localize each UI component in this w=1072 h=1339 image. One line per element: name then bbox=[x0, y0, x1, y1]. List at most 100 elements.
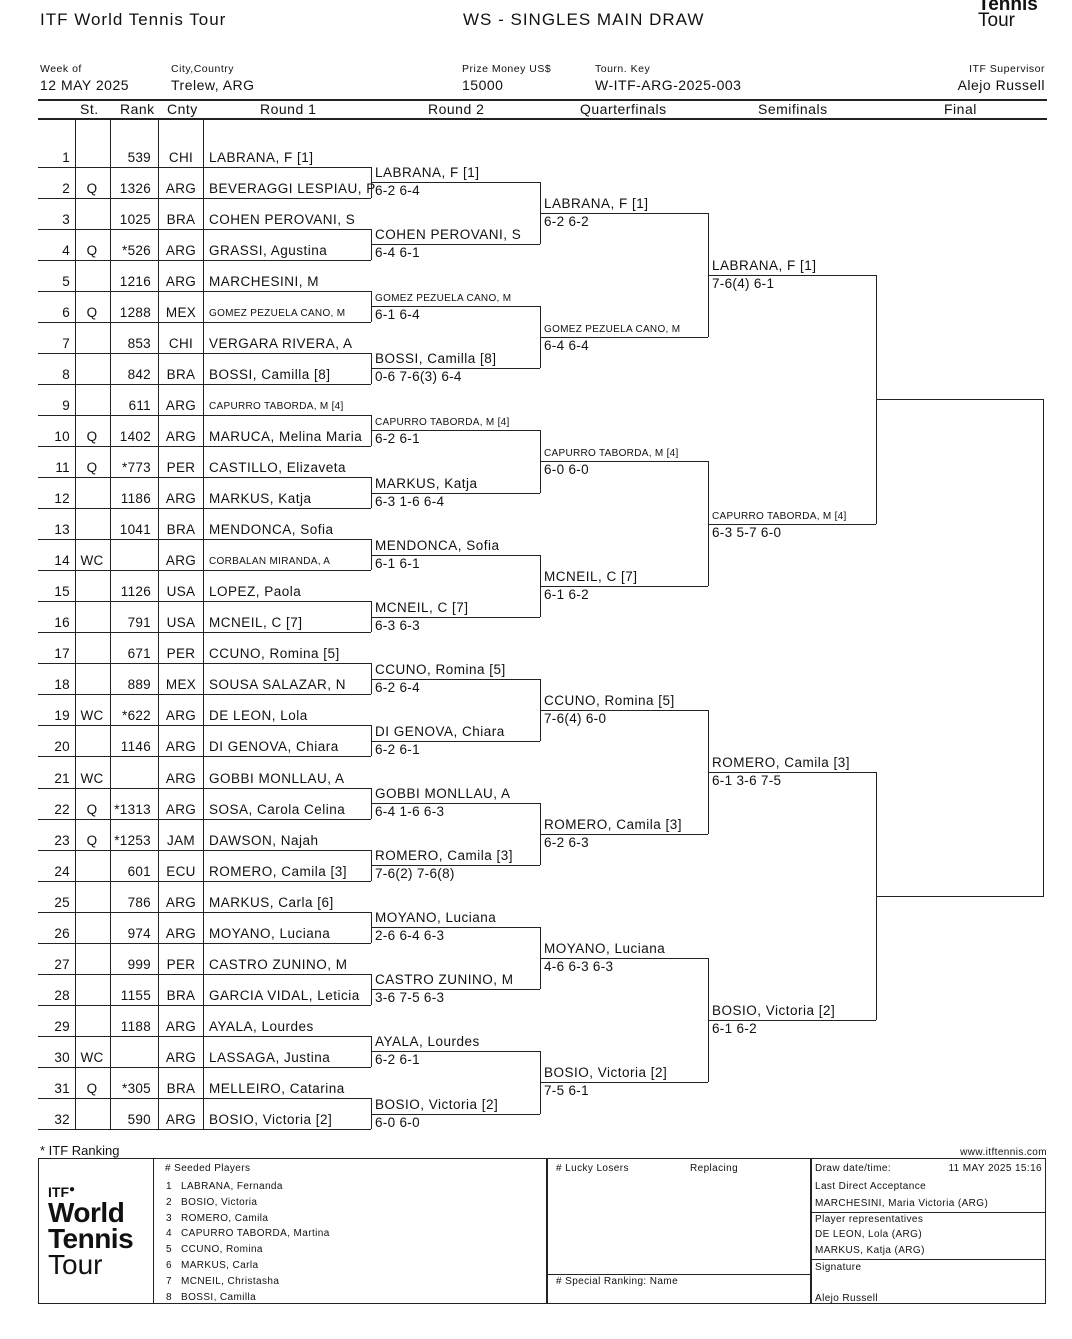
round2-winner: BOSSI, Camilla [8] bbox=[375, 351, 497, 367]
seed-number: 2 bbox=[166, 1196, 172, 1208]
quarterfinals-connector bbox=[540, 927, 541, 990]
semifinals-winner: LABRANA, F [1] bbox=[712, 258, 817, 274]
quarterfinals-connector bbox=[540, 678, 541, 741]
player-country: ARG bbox=[165, 553, 197, 569]
player-rank: 1041 bbox=[119, 522, 151, 538]
draw-number: 19 bbox=[54, 708, 70, 724]
player-country: USA bbox=[166, 615, 196, 631]
round2-line bbox=[372, 368, 540, 370]
round2-score: 6-2 6-1 bbox=[375, 741, 420, 757]
round2-line bbox=[372, 554, 540, 556]
footer-div-3 bbox=[810, 1158, 812, 1304]
round2-winner: GOMEZ PEZUELA CANO, M bbox=[375, 293, 512, 305]
quarterfinals-line bbox=[541, 461, 708, 463]
player-rank: 671 bbox=[127, 646, 151, 662]
player-name: DE LEON, Lola bbox=[209, 708, 308, 724]
round2-winner: ROMERO, Camila [3] bbox=[375, 848, 514, 864]
player-name: CORBALAN MIRANDA, A bbox=[209, 556, 331, 568]
player-rank: 1126 bbox=[120, 584, 151, 600]
player-rank: 1216 bbox=[119, 273, 151, 289]
player-name: SOSA, Carola Celina bbox=[209, 801, 346, 817]
final-line-top bbox=[876, 399, 1044, 401]
entry-status: Q bbox=[86, 180, 98, 196]
round2-connector bbox=[371, 352, 372, 384]
player-rank: 889 bbox=[127, 677, 151, 693]
player-name: CAPURRO TABORDA, M [4] bbox=[209, 400, 344, 412]
round2-winner: CASTRO ZUNINO, M bbox=[375, 972, 514, 988]
player-country: MEX bbox=[165, 304, 197, 320]
round2-line bbox=[372, 740, 540, 742]
player-name: GOMEZ PEZUELA CANO, M bbox=[209, 307, 346, 319]
player-rank: *1253 bbox=[114, 832, 151, 848]
player-rank: *526 bbox=[122, 242, 151, 258]
round2-connector bbox=[371, 166, 372, 198]
round2-winner: GOBBI MONLLAU, A bbox=[375, 786, 511, 802]
draw-number: 29 bbox=[54, 1018, 70, 1034]
logo-line2: Tour bbox=[978, 10, 1015, 31]
semifinals-connector bbox=[708, 709, 709, 835]
round2-score: 6-4 6-1 bbox=[375, 245, 420, 261]
draw-number: 1 bbox=[62, 149, 70, 165]
logo-tennis: Tennis bbox=[48, 1223, 134, 1254]
player-name: DI GENOVA, Chiara bbox=[209, 739, 339, 755]
r1-line bbox=[38, 290, 371, 292]
reps-label: Player representatives bbox=[815, 1214, 924, 1225]
player-name: CCUNO, Romina [5] bbox=[209, 646, 340, 662]
player-name: MARCHESINI, M bbox=[209, 273, 320, 289]
semifinals-connector bbox=[708, 213, 709, 338]
entry-status: Q bbox=[86, 801, 98, 817]
round2-line bbox=[372, 865, 540, 867]
quarterfinals-score: 7-5 6-1 bbox=[544, 1083, 589, 1099]
draw-date-label: Draw date/time: bbox=[815, 1163, 892, 1174]
r1-line bbox=[38, 259, 371, 261]
cnty-separator bbox=[158, 118, 159, 1130]
r1-line bbox=[38, 601, 371, 603]
quarterfinals-winner: BOSIO, Victoria [2] bbox=[544, 1065, 668, 1081]
round2-connector bbox=[371, 973, 372, 1005]
r1-line bbox=[38, 383, 371, 385]
quarterfinals-connector bbox=[540, 182, 541, 245]
player-name: LABRANA, F [1] bbox=[209, 149, 314, 165]
player-name: MARKUS, Katja bbox=[209, 491, 312, 507]
player-name: CASTILLO, Elizaveta bbox=[209, 460, 347, 475]
quarterfinals-line bbox=[541, 834, 708, 836]
key-label: Tourn. Key bbox=[595, 63, 651, 75]
key-value: W-ITF-ARG-2025-003 bbox=[595, 77, 742, 93]
round2-score: 6-0 6-0 bbox=[375, 1114, 420, 1130]
draw-number: 27 bbox=[54, 956, 70, 972]
quarterfinals-score: 6-2 6-2 bbox=[544, 214, 589, 230]
round2-line bbox=[372, 803, 540, 805]
semifinals-line bbox=[709, 771, 876, 773]
semifinals-score: 7-6(4) 6-1 bbox=[712, 276, 775, 292]
seed-name: LABRANA, Fernanda bbox=[181, 1181, 283, 1192]
player-country: USA bbox=[166, 584, 196, 600]
seed-number: 4 bbox=[166, 1228, 172, 1240]
round2-score: 7-6(2) 7-6(8) bbox=[375, 866, 455, 882]
r1-line bbox=[38, 1004, 371, 1006]
supervisor-label: ITF Supervisor bbox=[969, 63, 1045, 75]
entry-status: Q bbox=[86, 242, 98, 258]
player-rank: 791 bbox=[127, 615, 151, 631]
r1-line bbox=[38, 942, 371, 944]
player-rank: *1313 bbox=[114, 801, 151, 817]
player-country: ARG bbox=[165, 708, 197, 724]
ranking-note: * ITF Ranking bbox=[40, 1143, 120, 1158]
round2-line bbox=[372, 616, 540, 618]
final-connector-top bbox=[876, 275, 877, 524]
round2-connector bbox=[371, 849, 372, 881]
player-name: MARUCA, Melina Maria bbox=[209, 428, 363, 444]
entry-status: WC bbox=[80, 553, 104, 569]
reps-divider-top bbox=[810, 1212, 1046, 1213]
col-st: St. bbox=[80, 101, 99, 117]
draw-number: 8 bbox=[62, 366, 70, 382]
round2-line bbox=[372, 306, 540, 308]
semifinals-score: 6-1 3-6 7-5 bbox=[712, 772, 782, 788]
final-line-bottom bbox=[876, 896, 1044, 898]
player-name: MOYANO, Luciana bbox=[209, 925, 331, 941]
draw-number: 24 bbox=[54, 863, 70, 879]
round2-connector bbox=[371, 663, 372, 695]
player-country: MEX bbox=[165, 677, 197, 693]
player-country: ARG bbox=[165, 273, 197, 289]
footer-div-2 bbox=[546, 1158, 548, 1304]
player-rank: 999 bbox=[127, 956, 151, 972]
